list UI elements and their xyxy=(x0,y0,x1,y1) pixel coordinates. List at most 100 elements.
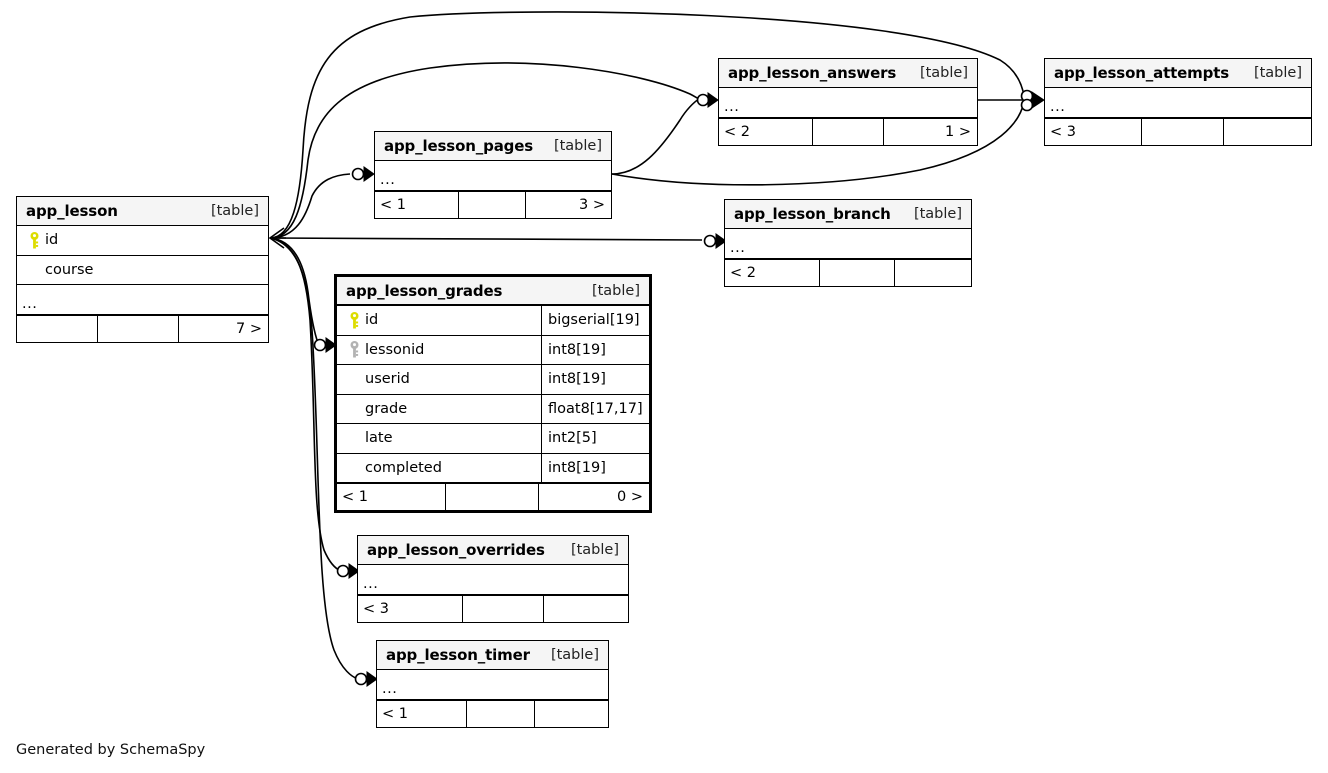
table-title: app_lesson_overrides xyxy=(367,541,545,559)
table-footer: < 2 1 > xyxy=(719,117,977,145)
table-header: app_lesson_overrides [table] xyxy=(358,536,628,565)
edge-lesson-to-grades xyxy=(269,237,319,344)
primary-key-icon xyxy=(344,311,365,329)
table-row[interactable]: userid int8[19] xyxy=(337,365,649,395)
footer-children-count xyxy=(1224,119,1311,145)
ellipsis-label: ... xyxy=(382,680,398,697)
table-app-lesson-grades[interactable]: app_lesson_grades [table] id bigserial[1… xyxy=(334,274,652,513)
table-header: app_lesson_timer [table] xyxy=(377,641,608,670)
footer-parents-count: < 1 xyxy=(380,196,406,213)
ellipsis-label: ... xyxy=(363,575,379,592)
footer-parents-count: < 3 xyxy=(363,600,389,617)
footer-parents-count: < 1 xyxy=(342,489,368,505)
footer-parents-count: < 3 xyxy=(1050,123,1076,140)
edge-endpoint-circle-timer xyxy=(354,672,368,686)
table-row[interactable]: lessonid int8[19] xyxy=(337,335,649,365)
more-columns-row: ... xyxy=(377,670,608,700)
table-type-tag: [table] xyxy=(570,542,619,558)
column-cell: course xyxy=(17,262,268,278)
column-cell: late xyxy=(337,430,541,446)
footer-children-count: 1 > xyxy=(945,123,971,140)
column-name: completed xyxy=(365,459,442,476)
generated-by-credit: Generated by SchemaSpy xyxy=(16,742,206,758)
column-datatype: int8[19] xyxy=(541,365,649,394)
footer-parents-count: < 1 xyxy=(382,705,408,722)
column-name: id xyxy=(45,232,59,249)
table-title: app_lesson_timer xyxy=(386,646,530,664)
more-columns-row: ... xyxy=(719,88,977,118)
table-title: app_lesson_answers xyxy=(728,64,897,82)
crow-foot-app-lesson xyxy=(268,227,286,249)
foreign-key-icon xyxy=(344,341,365,358)
footer-parents-count: < 2 xyxy=(724,123,750,140)
table-type-tag: [table] xyxy=(591,282,640,299)
edge-arrow-answers xyxy=(707,92,719,108)
column-cell: grade xyxy=(337,401,541,417)
column-cell: id xyxy=(17,231,268,249)
edge-lesson-to-branch xyxy=(269,237,703,241)
table-title: app_lesson xyxy=(26,202,118,220)
table-app-lesson[interactable]: app_lesson [table] id c xyxy=(16,196,269,343)
table-app-lesson-overrides[interactable]: app_lesson_overrides [table] ... < 3 xyxy=(357,535,629,623)
column-name: course xyxy=(45,261,94,278)
footer-middle-cell xyxy=(445,484,539,510)
edge-arrow-attempts xyxy=(1031,91,1045,109)
column-datatype: bigserial[19] xyxy=(541,306,649,335)
table-row[interactable]: course xyxy=(17,255,268,285)
edge-arrow-pages xyxy=(363,166,375,182)
table-type-tag: [table] xyxy=(919,65,968,81)
footer-middle-cell xyxy=(466,700,535,727)
edge-endpoint-circle-answers xyxy=(696,93,710,107)
edge-endpoint-circle-overrides xyxy=(336,564,350,578)
ellipsis-label: ... xyxy=(730,239,746,256)
table-footer: < 3 xyxy=(1045,117,1311,145)
table-type-tag: [table] xyxy=(1253,65,1302,81)
edge-endpoint-circle-attempts-b xyxy=(1020,98,1034,112)
footer-middle-cell xyxy=(819,259,895,286)
table-app-lesson-pages[interactable]: app_lesson_pages [table] ... < 1 3 > xyxy=(374,131,612,219)
more-columns-row: ... xyxy=(358,565,628,595)
table-title: app_lesson_branch xyxy=(734,205,891,223)
footer-parents-count: < 2 xyxy=(730,264,756,281)
table-type-tag: [table] xyxy=(550,647,599,663)
table-header: app_lesson_pages [table] xyxy=(375,132,611,161)
table-app-lesson-branch[interactable]: app_lesson_branch [table] ... < 2 xyxy=(724,199,972,287)
more-columns-row: ... xyxy=(17,285,268,315)
edge-lesson-to-overrides xyxy=(269,237,342,572)
table-app-lesson-timer[interactable]: app_lesson_timer [table] ... < 1 xyxy=(376,640,609,728)
column-name: lessonid xyxy=(365,341,425,358)
primary-key-icon xyxy=(24,231,45,249)
edge-pages-to-answers xyxy=(611,98,700,175)
edge-endpoint-circle-grades xyxy=(313,338,327,352)
column-cell: lessonid xyxy=(337,341,541,358)
edge-lesson-to-pages xyxy=(269,173,351,239)
table-header: app_lesson_answers [table] xyxy=(719,59,977,88)
footer-middle-cell xyxy=(458,191,526,218)
table-app-lesson-attempts[interactable]: app_lesson_attempts [table] ... < 3 xyxy=(1044,58,1312,146)
table-app-lesson-answers[interactable]: app_lesson_answers [table] ... < 2 1 > xyxy=(718,58,978,146)
more-columns-row: ... xyxy=(1045,88,1311,118)
table-row[interactable]: id bigserial[19] xyxy=(337,306,649,336)
ellipsis-label: ... xyxy=(380,171,396,188)
footer-parents-count xyxy=(17,316,97,342)
table-row[interactable]: id xyxy=(17,226,268,256)
ellipsis-label: ... xyxy=(1050,98,1066,115)
footer-middle-cell xyxy=(97,315,179,342)
footer-children-count xyxy=(895,260,971,286)
table-footer: 7 > xyxy=(17,314,268,342)
more-columns-row: ... xyxy=(375,161,611,191)
ellipsis-label: ... xyxy=(724,98,740,115)
footer-middle-cell xyxy=(812,118,884,145)
column-datatype: int2[5] xyxy=(541,424,649,453)
table-row[interactable]: grade float8[17,17] xyxy=(337,394,649,424)
column-name: late xyxy=(365,430,393,447)
table-row[interactable]: completed int8[19] xyxy=(337,453,649,483)
table-row[interactable]: late int2[5] xyxy=(337,424,649,454)
table-header: app_lesson_grades [table] xyxy=(337,277,649,306)
footer-children-count: 3 > xyxy=(579,196,605,213)
column-name: userid xyxy=(365,371,410,388)
edge-endpoint-circle-pages xyxy=(351,167,365,181)
column-cell: userid xyxy=(337,371,541,387)
column-datatype: int8[19] xyxy=(541,453,649,482)
